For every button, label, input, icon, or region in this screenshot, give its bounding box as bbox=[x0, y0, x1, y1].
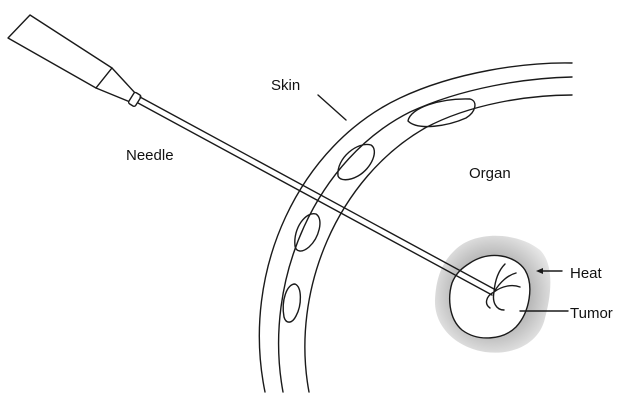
tumor-label: Tumor bbox=[570, 305, 613, 322]
vessel-top bbox=[408, 99, 475, 127]
needle bbox=[8, 15, 494, 295]
organ-label: Organ bbox=[469, 165, 511, 182]
needle-handle bbox=[8, 15, 112, 88]
needle-shaft-bottom bbox=[138, 103, 492, 295]
heat-label: Heat bbox=[570, 265, 603, 282]
tumor-site bbox=[435, 236, 550, 353]
skin-label: Skin bbox=[271, 77, 300, 94]
needle-label: Needle bbox=[126, 147, 174, 164]
vessel-lower bbox=[283, 284, 300, 322]
skin-leader bbox=[318, 95, 346, 120]
skin-inner-arc bbox=[305, 95, 572, 392]
skin-middle-arc bbox=[279, 77, 572, 392]
